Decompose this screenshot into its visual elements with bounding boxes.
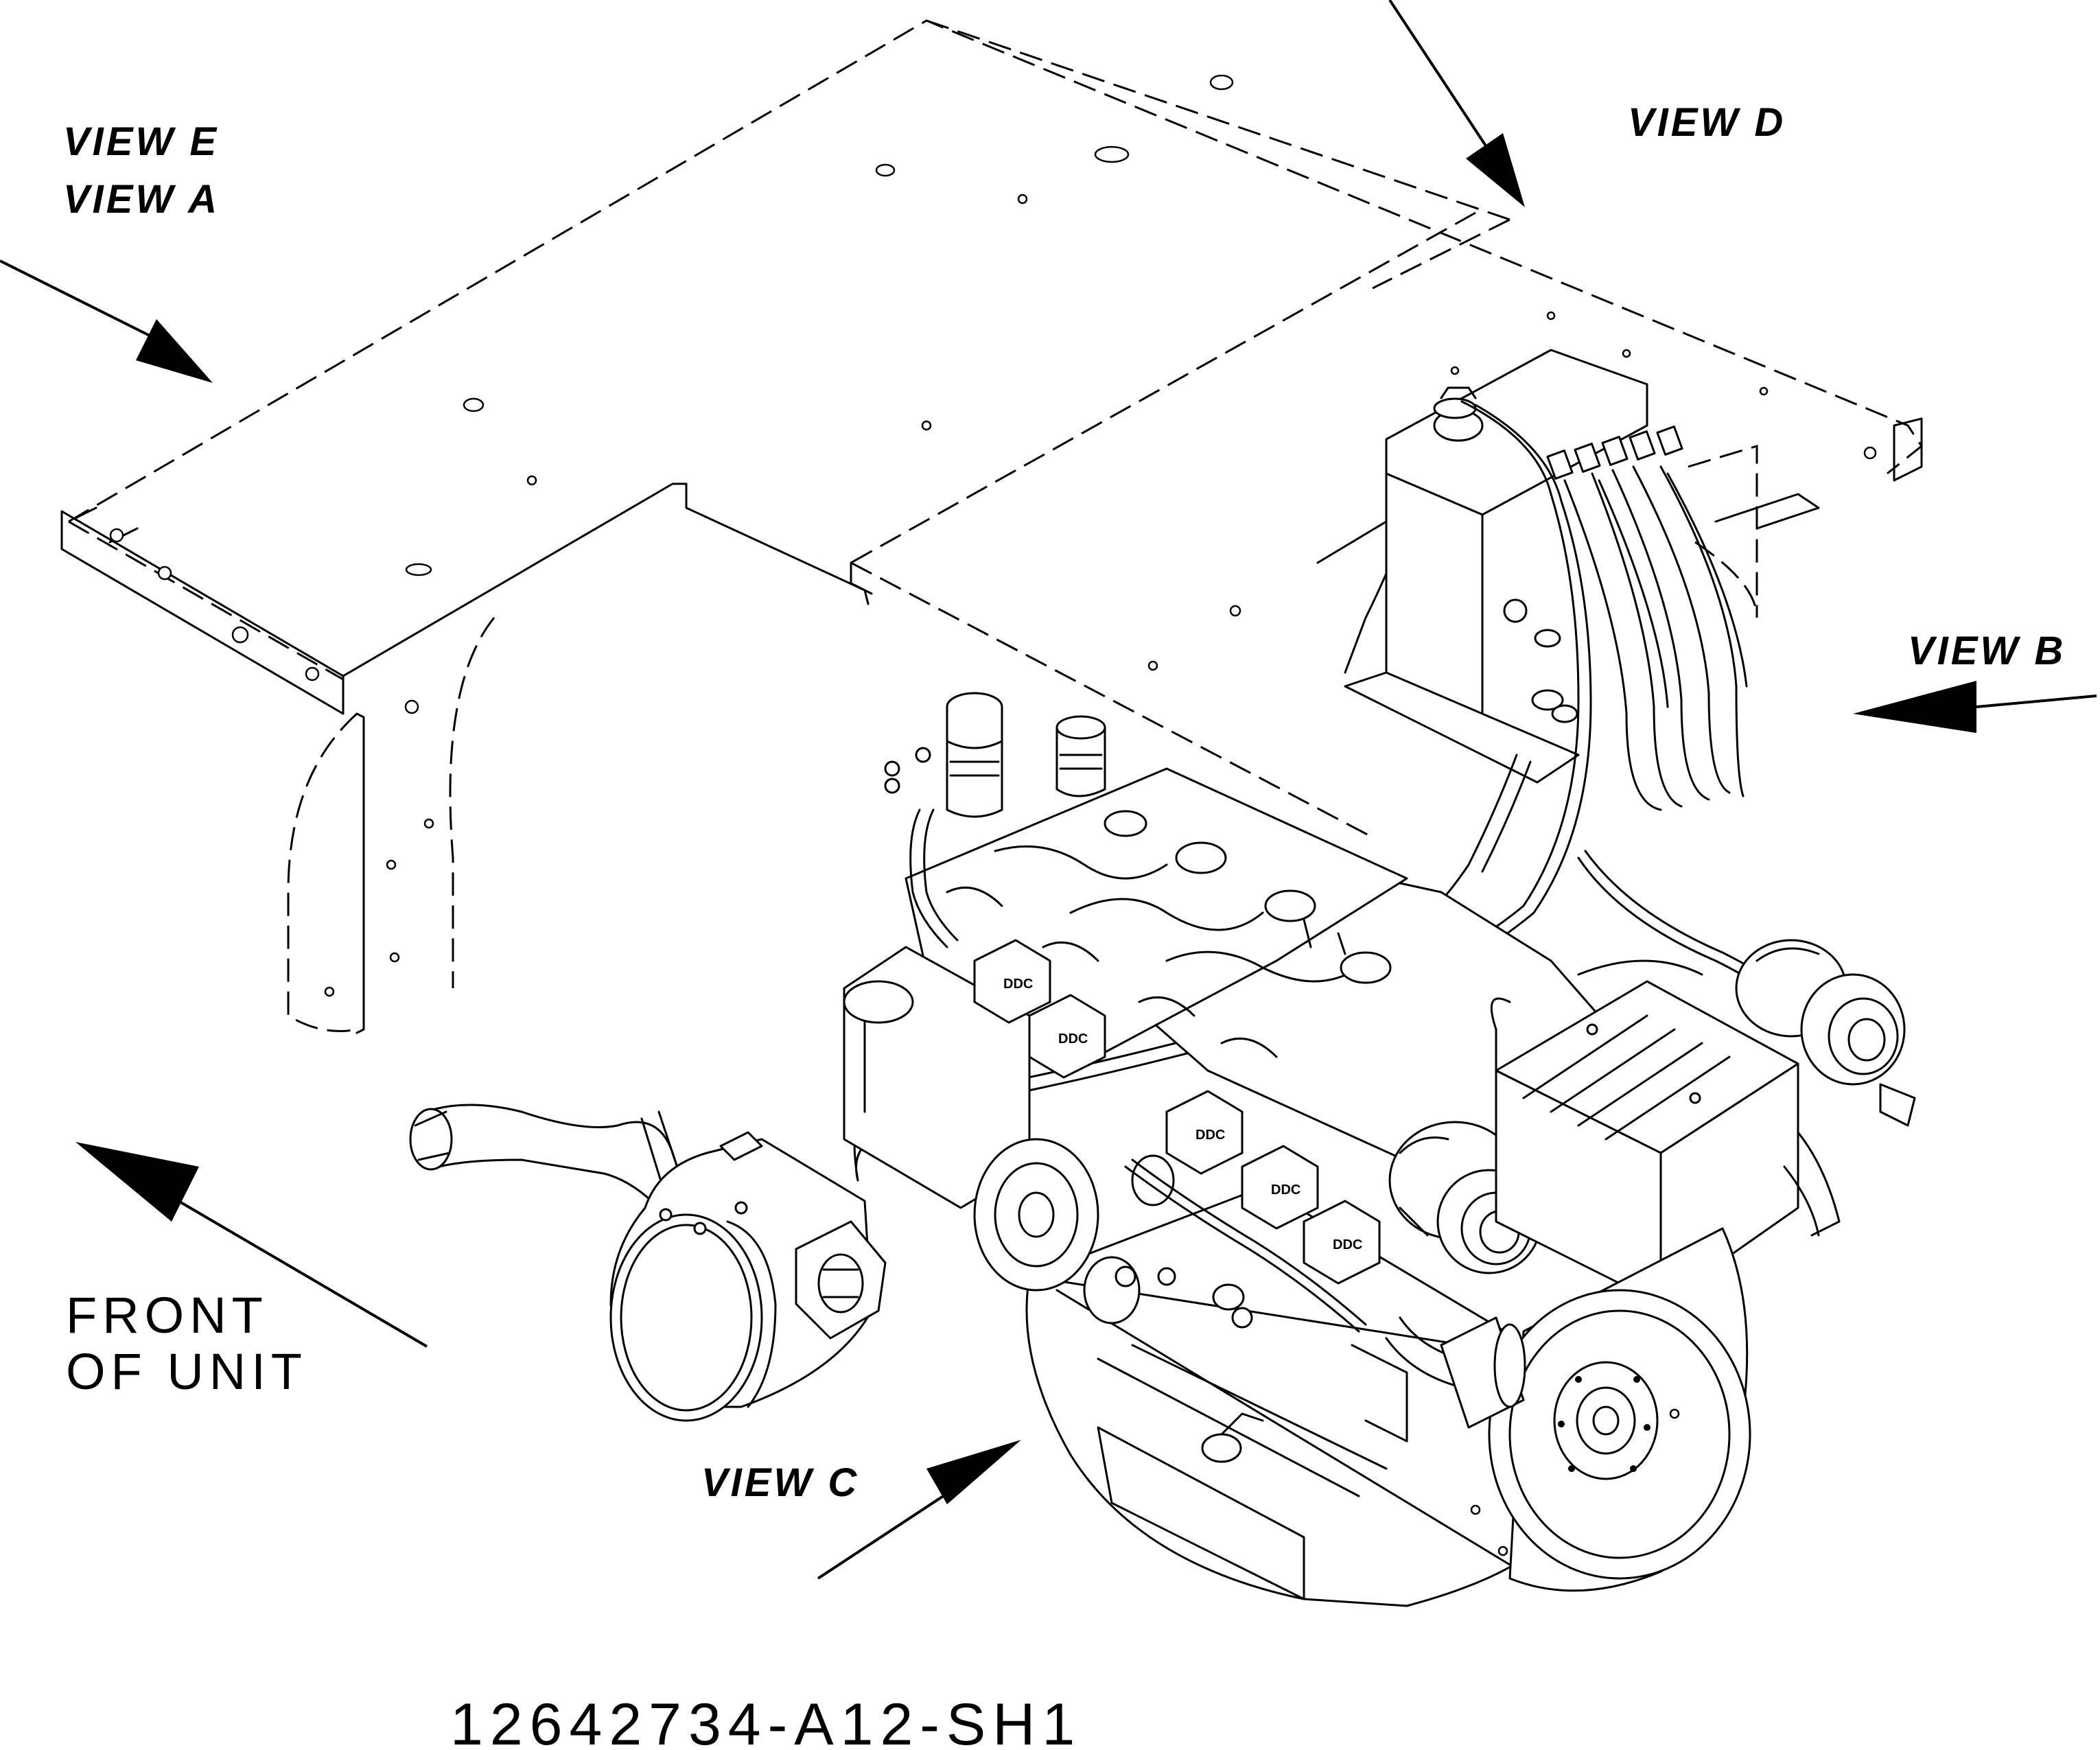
view-c-label: VIEW C	[701, 1460, 859, 1505]
view-e-a-arrow	[0, 259, 213, 383]
rocker-cover-label: DDC	[1058, 1031, 1088, 1047]
drawing-number: 12642734-A12-SH1	[450, 1692, 1082, 1750]
rocker-cover: DDC	[1028, 994, 1106, 1079]
oil-pan-and-lines	[1097, 1158, 1408, 1600]
rocker-cover-label: DDC	[1333, 1237, 1362, 1252]
rocker-cover-label: DDC	[1003, 977, 1033, 992]
flywheel-housing	[1440, 1227, 1751, 1592]
coolant-tank	[1344, 349, 1648, 784]
front-of-unit-arrow	[75, 1142, 428, 1348]
view-b-arrow	[1853, 681, 2097, 733]
air-intake-assembly	[409, 1104, 887, 1422]
rocker-cover: DDC	[1165, 1090, 1244, 1175]
view-a-label: VIEW A	[63, 177, 220, 222]
turbochargers	[1385, 939, 1916, 1395]
rocker-cover: DDC	[1303, 1200, 1381, 1285]
rocker-covers: DDC DDC DDC DDC DDC	[973, 939, 1381, 1285]
view-e-label: VIEW E	[63, 119, 219, 164]
view-c-arrow	[817, 1440, 1021, 1580]
rocker-cover: DDC	[1241, 1145, 1319, 1230]
rocker-cover: DDC	[973, 939, 1051, 1024]
rocker-cover-label: DDC	[1195, 1128, 1225, 1143]
view-d-arrow	[1388, 0, 1525, 207]
rocker-cover-label: DDC	[1271, 1182, 1300, 1198]
front-of-unit-label-line2: OF UNIT	[66, 1343, 307, 1400]
view-d-label: VIEW D	[1628, 100, 1786, 145]
view-b-label: VIEW B	[1908, 629, 2066, 673]
front-of-unit-label-line1: FRONT	[66, 1287, 268, 1344]
